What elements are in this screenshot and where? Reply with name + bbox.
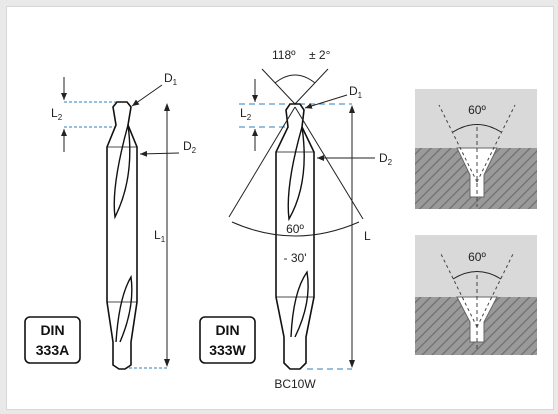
upper-flute [287,126,305,222]
cone-line [438,104,478,183]
angle-arc [452,271,502,280]
model-label: BC10W [274,377,316,391]
l1-arrow-top [164,103,170,111]
angle-line [228,106,296,218]
l-arrow-bottom [349,360,355,368]
angle-60-tolerance: - 30' [284,251,307,265]
section-angle-label: 60º [468,103,486,117]
din-333w-badge [199,316,256,364]
d1-label: D1 [349,84,363,100]
d1-pointer [131,84,163,107]
d1-pointer [304,94,348,109]
angle-line [261,68,296,105]
cone-line [439,251,478,328]
diagram-card: D1 D2 L2 L1 DIN 333A [6,6,554,410]
upper-flute [113,124,131,220]
badge-line2: 333W [209,342,246,358]
angle-line [294,68,329,105]
badge-line2: 333A [36,342,69,358]
l1-arrow-bottom [164,359,170,367]
lower-flute [115,274,133,343]
angle-118-arc [274,74,316,84]
bottom-section-view: 60º [415,235,537,355]
l1-label: L1 [154,228,166,244]
angle-60-label: 60º [286,222,304,236]
l2-label: L2 [240,106,252,122]
cone-line [476,104,516,183]
left-drill: D1 D2 L2 L1 DIN 333A [24,71,197,370]
lower-flute [290,270,309,338]
top-section-view: 60º [415,89,537,209]
l-arrow-top [349,105,355,113]
d2-label: D2 [183,139,197,155]
d2-pointer [139,150,180,157]
angle-118-label: 118º [272,48,296,62]
badge-line1: DIN [40,322,64,338]
d1-label: D1 [164,71,178,87]
din-333a-badge [24,316,81,364]
drill-body [106,101,138,370]
angle-60-arc [231,221,360,237]
right-drill: 118º ± 2° D1 D2 L2 L 60º - 30' BC10W DIN… [199,48,393,391]
badge-line1: DIN [215,322,239,338]
l2-label: L2 [51,106,63,122]
angle-arc [452,124,502,133]
section-angle-label: 60º [468,250,486,264]
center-drill-diagram: D1 D2 L2 L1 DIN 333A [24,48,537,391]
cone-line [476,251,515,328]
angle-118-tolerance: ± 2° [309,48,331,62]
d2-label: D2 [379,151,393,167]
l-label: L [364,229,371,243]
